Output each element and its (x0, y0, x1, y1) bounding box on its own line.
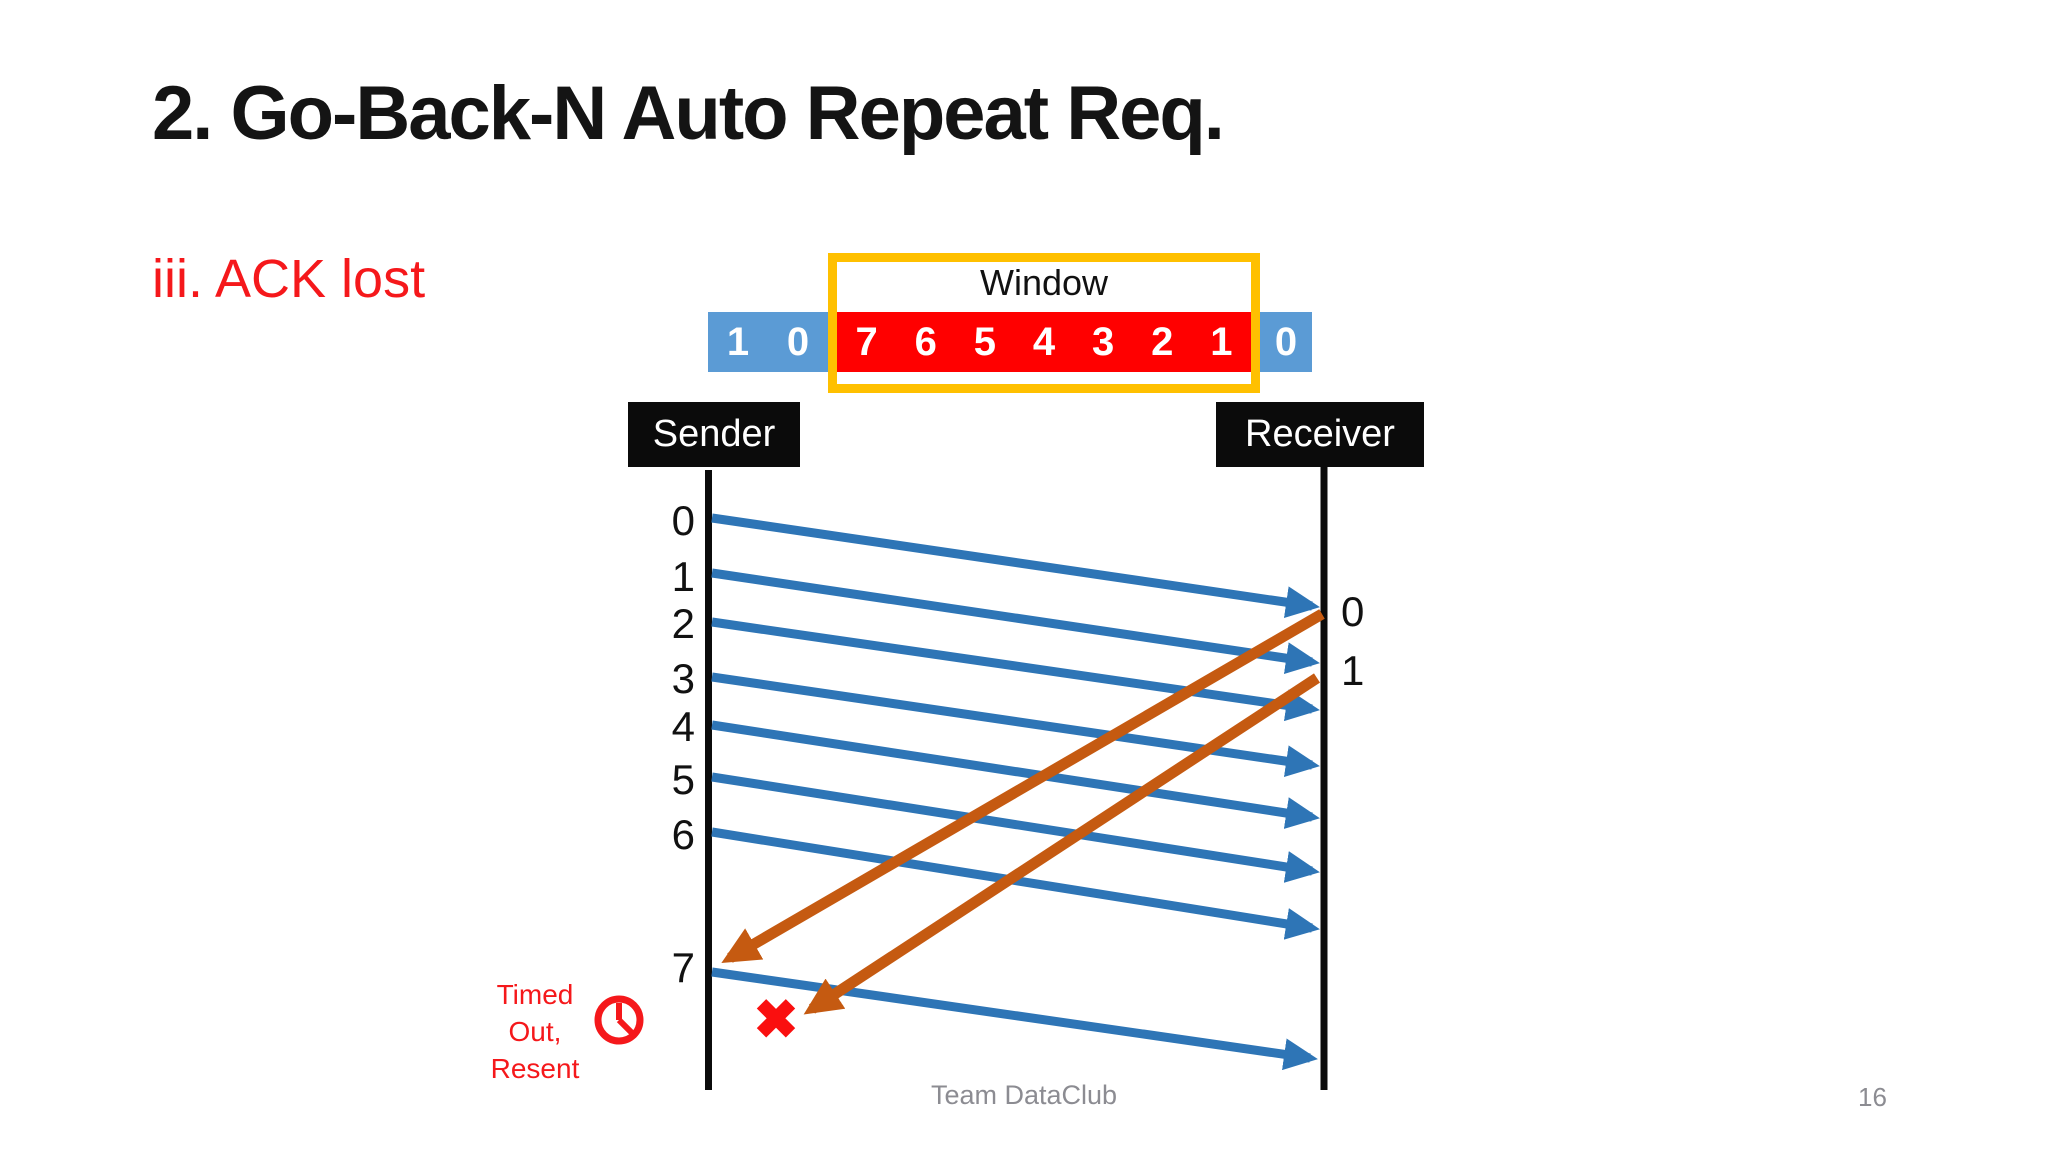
frame-arrow-0 (711, 513, 1320, 619)
page-title: 2. Go-Back-N Auto Repeat Req. (152, 71, 1225, 156)
sequence-cell: 3 (1073, 312, 1133, 372)
clock-icon (594, 995, 644, 1045)
receiver-ack-label: 1 (1341, 647, 1365, 694)
sender-frame-label: 3 (671, 655, 695, 702)
sequence-cells-left: 1 0 (708, 312, 828, 372)
sender-frame-label: 1 (671, 553, 695, 600)
ack-arrow-1-lost (803, 673, 1321, 1015)
frame-arrow-1 (711, 568, 1320, 675)
sequence-cell: 5 (955, 312, 1015, 372)
sequence-cell: 6 (896, 312, 956, 372)
sequence-cell: 4 (1014, 312, 1074, 372)
sender-box: Sender (628, 402, 800, 467)
timeout-note-line: Timed (496, 979, 574, 1010)
ack-arrows (721, 609, 1325, 1015)
page-number: 16 (1858, 1082, 1887, 1112)
sequence-cells-window: 7 6 5 4 3 2 1 (837, 312, 1251, 373)
timeout-note-line: Out, (508, 1016, 562, 1047)
sender-frame-label: 4 (671, 703, 695, 750)
ack-arrow-0 (721, 609, 1325, 964)
lost-ack-x-icon: ✖ (753, 990, 799, 1050)
frame-arrow-5 (711, 772, 1320, 883)
frame-arrow-3 (711, 672, 1320, 778)
sender-frame-label: 0 (671, 497, 695, 544)
frame-arrow-4 (711, 720, 1320, 829)
frame-arrows (711, 513, 1320, 1071)
sender-frame-label: 2 (671, 600, 695, 647)
timeout-note: Timed Out, Resent (430, 976, 640, 1087)
sender-frame-label: 6 (671, 811, 695, 858)
sender-frame-label: 7 (671, 944, 695, 991)
sequence-cell: 1 (708, 312, 768, 372)
receiver-ack-label: 0 (1341, 588, 1365, 635)
scenario-subtitle: iii. ACK lost (152, 249, 426, 309)
receiver-box: Receiver (1216, 402, 1424, 467)
sequence-cell: 2 (1132, 312, 1192, 372)
footer-text: Team DataClub (930, 1080, 1118, 1110)
window-label: Window (979, 262, 1109, 303)
sequence-cell: 0 (768, 312, 828, 372)
sequence-cell: 0 (1260, 312, 1312, 372)
sequence-cell: 7 (837, 312, 897, 372)
sender-frame-label: 5 (671, 756, 695, 803)
sequence-cells-right: 0 (1260, 312, 1312, 372)
timeout-note-line: Resent (490, 1053, 580, 1084)
frame-arrow-2 (711, 617, 1320, 722)
sequence-cell: 1 (1191, 312, 1251, 372)
